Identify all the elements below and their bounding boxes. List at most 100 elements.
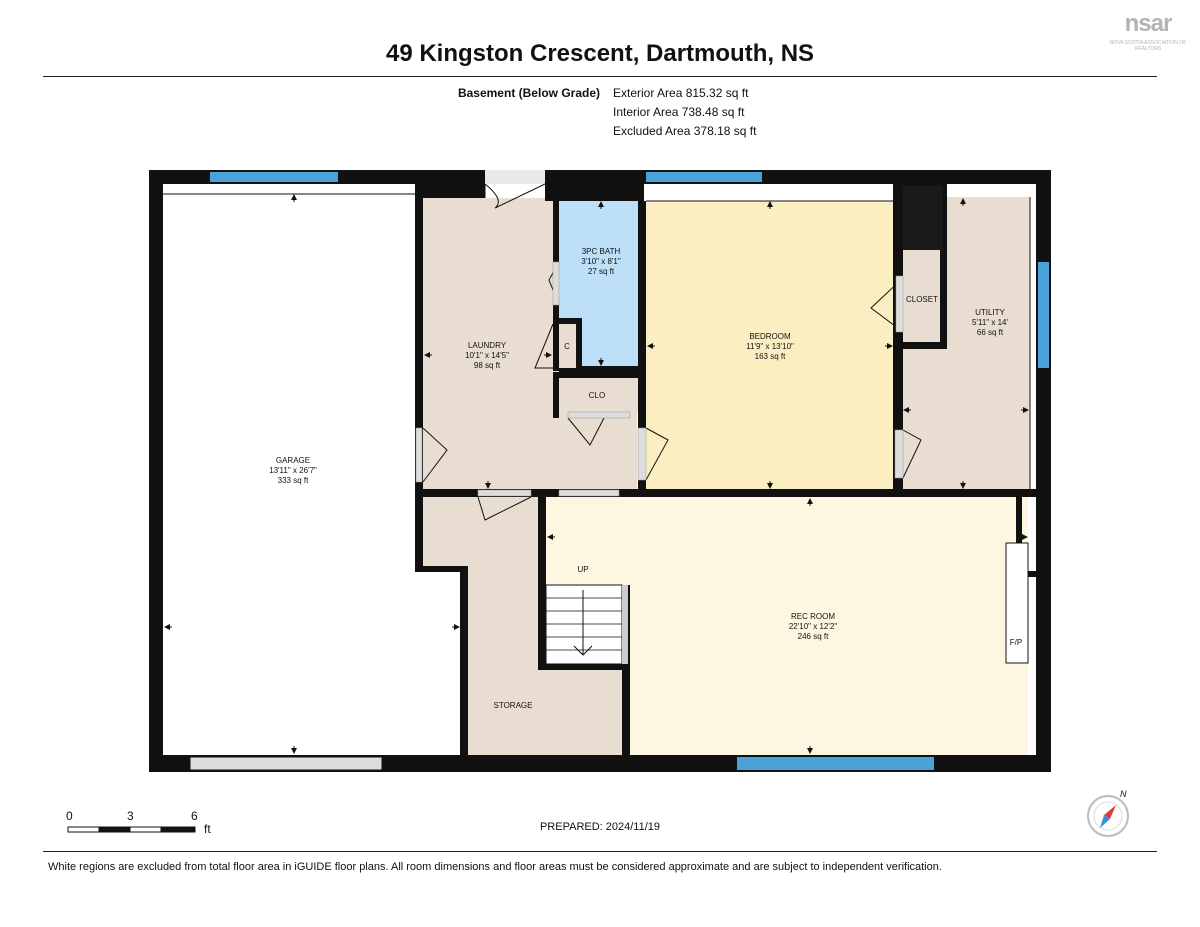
garage-area: 333 sq ft xyxy=(278,476,309,485)
bedroom-dims: 11'9" x 13'10" xyxy=(746,342,794,351)
garage-label: GARAGE xyxy=(276,456,310,465)
c-label: C xyxy=(564,342,570,351)
wall-laundry-top xyxy=(423,184,485,198)
window-bedroom-top xyxy=(646,172,762,182)
door-leaf-laundry xyxy=(415,427,423,483)
bedroom-area: 163 sq ft xyxy=(755,352,786,361)
wall-storage-step xyxy=(415,566,468,572)
wall-closet-right xyxy=(940,250,947,349)
scale-unit: ft xyxy=(204,822,211,836)
utility-dims: 5'11" x 14' xyxy=(972,318,1008,327)
entry-door-gap xyxy=(485,170,545,184)
wall-bath-right xyxy=(638,201,646,497)
rec-room-area: 246 sq ft xyxy=(798,632,829,641)
door-leaf-utility xyxy=(894,429,904,479)
closet-label: CLOSET xyxy=(906,295,938,304)
door-clo xyxy=(567,417,605,446)
wall-c-right xyxy=(576,318,582,368)
c-room xyxy=(559,324,576,368)
exterior-area: Exterior Area 815.32 sq ft xyxy=(613,86,749,100)
door-leaf-clo xyxy=(567,411,631,419)
closet-dark xyxy=(903,186,943,250)
door-leaf-storage xyxy=(477,489,532,497)
excluded-strip xyxy=(163,184,415,194)
interior-area: Interior Area 738.48 sq ft xyxy=(613,105,745,119)
clo-room xyxy=(559,378,638,412)
door-storage xyxy=(477,496,532,521)
closet-room xyxy=(903,256,940,342)
exterior-wall-top xyxy=(149,170,1051,184)
garage-room xyxy=(163,194,415,754)
wall-closet-bottom xyxy=(903,342,947,349)
scale-bar xyxy=(67,826,196,833)
door-c xyxy=(534,323,554,369)
rec-room-dims: 22'10" x 12'2" xyxy=(789,622,837,631)
footer-divider xyxy=(43,851,1157,852)
wall-stairs-bottom xyxy=(538,664,630,670)
prepared-date: PREPARED: 2024/11/19 xyxy=(539,821,661,833)
up-label: UP xyxy=(577,565,588,574)
level-label: Basement (Below Grade) xyxy=(457,86,600,100)
bath-area: 27 sq ft xyxy=(588,267,615,276)
footer-disclaimer: White regions are excluded from total fl… xyxy=(48,861,942,873)
bath-label: 3PC BATH xyxy=(582,247,621,256)
window-rec-bottom xyxy=(737,757,934,770)
clo-label: CLO xyxy=(589,391,605,400)
wall-garage-bottom xyxy=(460,566,468,766)
laundry-dims: 10'1" x 14'5" xyxy=(465,351,509,360)
fp-label: F/P xyxy=(1010,638,1022,647)
wall-c-box xyxy=(553,318,580,324)
storage-label: STORAGE xyxy=(494,701,533,710)
utility-label: UTILITY xyxy=(975,308,1005,317)
wall-bedroom-right xyxy=(893,184,903,497)
storage-room xyxy=(423,497,622,755)
nsar-logo-subtext: NOVA SCOTIA ASSOCIATION OF REALTORS xyxy=(1109,40,1187,52)
wall-fp-stub xyxy=(1016,497,1022,577)
window-garage-top xyxy=(210,172,338,182)
door-bedroom xyxy=(645,427,669,481)
excluded-area: Excluded Area 378.18 sq ft xyxy=(613,124,757,138)
wall-clo-box-top xyxy=(553,372,638,378)
garage-door-opening xyxy=(189,756,383,771)
bath-dims: 3'10" x 8'1" xyxy=(581,257,621,266)
door-utility xyxy=(902,429,922,479)
wall-garage-laundry xyxy=(415,184,423,497)
door-leaf-closet xyxy=(895,275,904,333)
scale-tick-3: 3 xyxy=(127,809,134,823)
scale-tick-0: 0 xyxy=(66,809,73,823)
nsar-logo: nsar xyxy=(1124,10,1173,37)
window-utility-right xyxy=(1038,262,1049,368)
utility-area: 66 sq ft xyxy=(977,328,1004,337)
header-divider xyxy=(43,76,1157,77)
scale-tick-6: 6 xyxy=(191,809,198,823)
door-leaf-bath xyxy=(552,261,560,306)
wall-rec-left xyxy=(538,497,546,668)
opening-laundry-rec xyxy=(558,489,620,497)
wall-bedroom-bottom xyxy=(638,489,1036,497)
fireplace xyxy=(1005,542,1029,664)
wall-stairs-right xyxy=(622,585,630,770)
door-laundry-garage xyxy=(422,427,448,483)
excluded-strip-bedroom xyxy=(646,184,896,201)
bedroom-room xyxy=(646,201,893,489)
wall-bath-block xyxy=(545,184,644,201)
compass-north-label: N xyxy=(1120,789,1127,799)
door-entry-swing xyxy=(484,183,546,209)
door-closet xyxy=(870,277,904,333)
wall-clo-left xyxy=(553,372,559,418)
exterior-wall-left xyxy=(149,170,163,772)
stairs xyxy=(545,584,628,665)
laundry-label: LAUNDRY xyxy=(468,341,507,350)
wall-garage-storage xyxy=(415,497,423,570)
page-title: 49 Kingston Crescent, Dartmouth, NS xyxy=(385,40,815,67)
excluded-strip-utility-right xyxy=(1030,184,1036,494)
laundry-area: 98 sq ft xyxy=(474,361,501,370)
exterior-wall-right xyxy=(1036,170,1051,772)
garage-dims: 13'11" x 26'7" xyxy=(269,466,317,475)
wall-bath-bottom xyxy=(559,366,638,372)
compass-icon xyxy=(1087,795,1129,837)
bedroom-label: BEDROOM xyxy=(749,332,791,341)
rec-room-label: REC ROOM xyxy=(791,612,835,621)
door-leaf-bedroom xyxy=(637,427,647,481)
